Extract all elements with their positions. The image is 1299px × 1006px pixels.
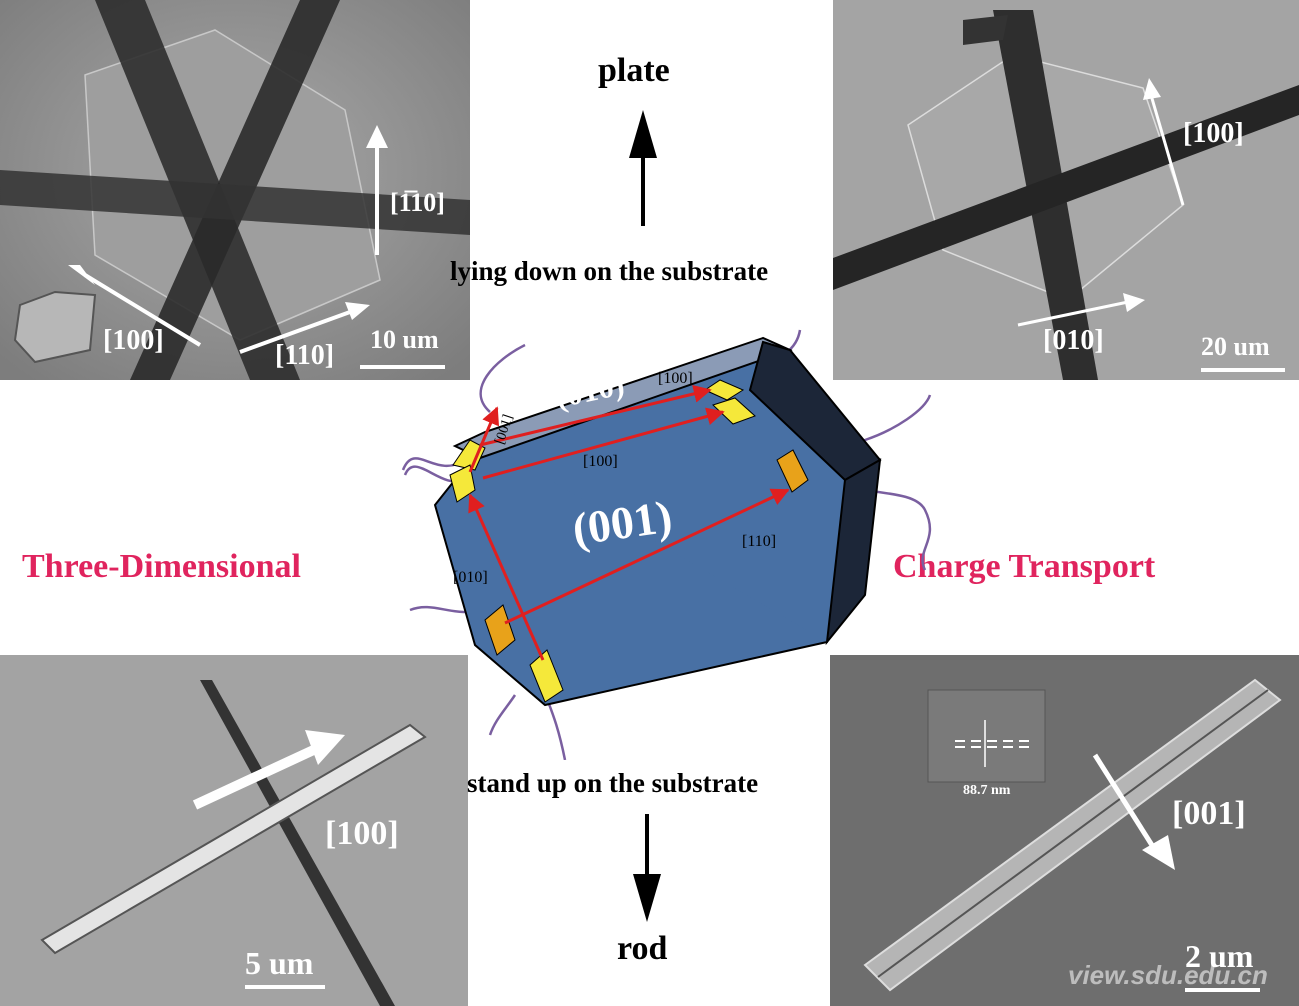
arrow-110-icon bbox=[239, 310, 351, 354]
sem-panel-plate-two: [100] [010] 20 um bbox=[833, 0, 1299, 380]
sem-panel-nanowire: 88.7 nm [001] 2 um view.sdu.edu.cn bbox=[830, 655, 1299, 1006]
label-dir-100: [100] bbox=[325, 815, 399, 852]
label-stand-up: stand up on the substrate bbox=[467, 768, 759, 798]
sem-panel-hexagonal-plate: [1̅10] [100] [110] 10 um bbox=[0, 0, 470, 380]
arrow-001-icon bbox=[1092, 753, 1158, 852]
electrode bbox=[776, 449, 809, 493]
crystal-diagram: (010) (001) [100] [001] [100] [010] [110… bbox=[401, 329, 932, 760]
label-dir-110: [110] bbox=[275, 340, 335, 371]
label-dir-100: [100] bbox=[103, 325, 164, 356]
label-lying-down: lying down on the substrate bbox=[450, 256, 769, 286]
label-dir-100: [100] bbox=[1183, 118, 1244, 149]
label-rod: rod bbox=[617, 930, 668, 967]
electrode bbox=[484, 604, 516, 656]
label-dir-110: [110] bbox=[742, 533, 776, 550]
label-plate: plate bbox=[598, 52, 670, 89]
label-dir-001: [001] bbox=[1172, 795, 1246, 832]
arrow-100-icon bbox=[192, 742, 323, 810]
sem-image-plate-two bbox=[833, 0, 1299, 380]
electrode bbox=[703, 379, 745, 401]
arrow-010-icon bbox=[1017, 300, 1129, 327]
scale-label: 2 um bbox=[1185, 938, 1254, 974]
title-charge-transport: Charge Transport bbox=[893, 548, 1156, 585]
arrow-100-icon bbox=[1149, 94, 1185, 206]
sem-image-plate bbox=[0, 0, 470, 380]
label-dir-1-10: [1̅10] bbox=[390, 188, 445, 217]
arrow-100-icon bbox=[83, 273, 202, 347]
inset-label: 88.7 nm bbox=[963, 783, 1011, 798]
label-dir-100: [100] bbox=[583, 453, 618, 470]
label-dir-010: [010] bbox=[1043, 325, 1104, 356]
electrode bbox=[712, 397, 756, 425]
side-face-dark-lower bbox=[825, 458, 882, 646]
scale-label: 20 um bbox=[1201, 332, 1270, 361]
title-three-dimensional: Three-Dimensional bbox=[22, 548, 301, 585]
arrow-up-icon bbox=[629, 110, 657, 226]
electrode bbox=[449, 464, 476, 503]
sem-image-rod bbox=[0, 655, 468, 1006]
watermark: view.sdu.edu.cn bbox=[1068, 960, 1268, 990]
label-edge-100: [100] bbox=[658, 370, 693, 387]
scale-label: 10 um bbox=[370, 325, 439, 354]
transport-arrows bbox=[468, 385, 790, 661]
sem-panel-rod: [100] 5 um bbox=[0, 655, 468, 1006]
sem-image-nanowire bbox=[830, 655, 1299, 1006]
label-dir-010: [010] bbox=[453, 569, 488, 586]
inset-image bbox=[927, 689, 1046, 783]
scale-label: 5 um bbox=[245, 945, 314, 981]
rod-crystal bbox=[40, 723, 427, 955]
arrow-down-icon bbox=[633, 814, 661, 922]
